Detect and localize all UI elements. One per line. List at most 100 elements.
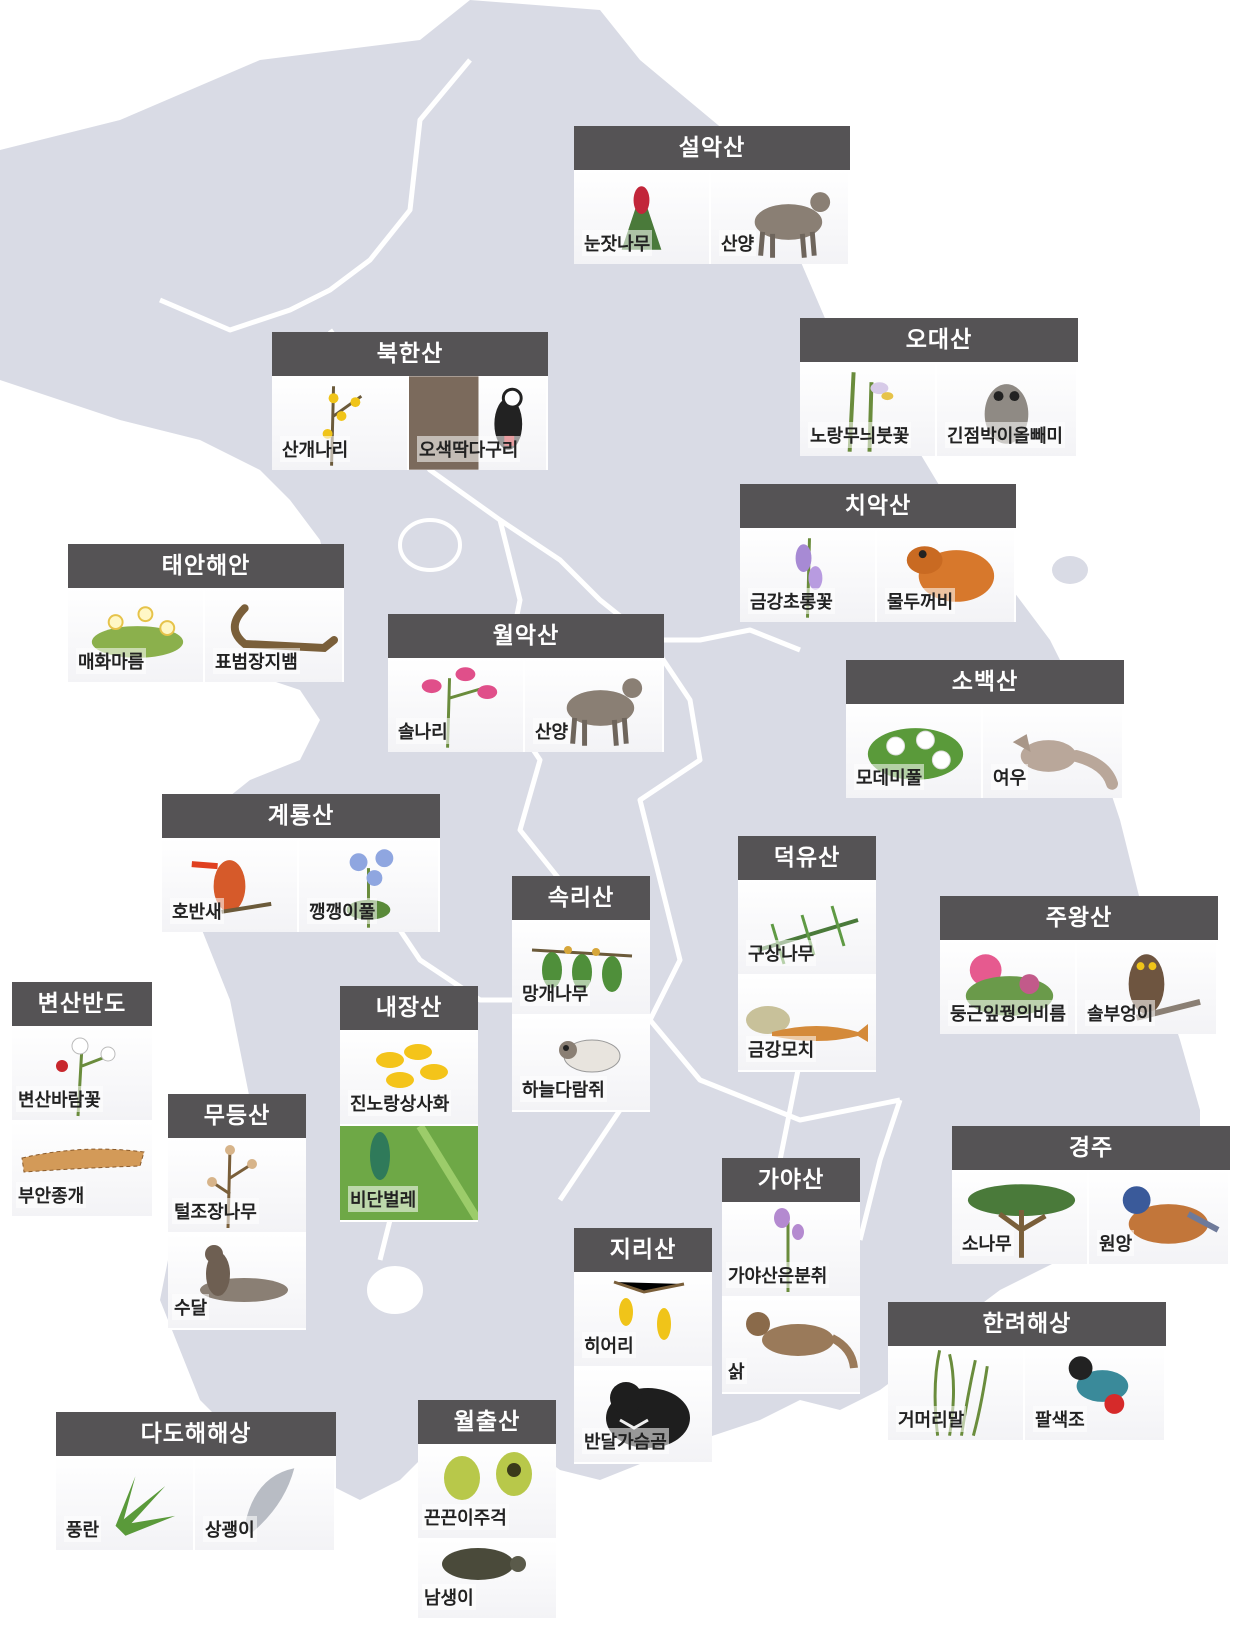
park-title: 내장산 — [340, 986, 478, 1030]
park-title: 다도해해상 — [56, 1412, 336, 1456]
park-panel-deogyusan[interactable]: 덕유산 구상나무 금강모치 — [738, 836, 876, 1072]
park-panel-bukhansan[interactable]: 북한산 산개나리 오색딱다구리 — [272, 332, 548, 470]
park-panel-byeonsanbando[interactable]: 변산반도 변산바람꽃 부안종개 — [12, 982, 152, 1218]
otter-icon — [200, 1245, 288, 1302]
species-name: 호반새 — [170, 898, 224, 924]
park-panel-juwangsan[interactable]: 주왕산 둥근잎꿩의비름 솔부엉이 — [940, 896, 1218, 1034]
park-title: 북한산 — [272, 332, 548, 376]
park-panel-wolchulsan[interactable]: 월출산 끈끈이주걱 남생이 — [418, 1400, 556, 1620]
sundew-icon — [444, 1452, 532, 1500]
park-panel-chiaksan[interactable]: 치악산 금강초롱꽃 물두꺼비 — [740, 484, 1016, 622]
mandarin-duck-icon — [1122, 1186, 1220, 1244]
species-card[interactable]: 구상나무 — [738, 880, 876, 976]
species-card[interactable]: 긴점박이올빼미 — [937, 362, 1078, 456]
species-name: 둥근잎꿩의비름 — [948, 1000, 1068, 1026]
species-card[interactable]: 상괭이 — [195, 1456, 336, 1550]
park-panel-naejangsan[interactable]: 내장산 진노랑상사화 비단벌레 — [340, 986, 478, 1222]
park-panel-dadohaehaesang[interactable]: 다도해해상 풍란 상괭이 — [56, 1412, 336, 1550]
species-card[interactable]: 솔나리 — [388, 658, 525, 752]
park-panel-songnisan[interactable]: 속리산 망개나무 하늘다람쥐 — [512, 876, 650, 1112]
species-card[interactable]: 부안종개 — [12, 1122, 152, 1218]
species-name: 상괭이 — [203, 1516, 257, 1542]
species-card[interactable]: 오색딱다구리 — [409, 376, 548, 470]
species-card[interactable]: 반달가슴곰 — [574, 1368, 712, 1464]
park-title: 월악산 — [388, 614, 664, 658]
species-card[interactable]: 둥근잎꿩의비름 — [940, 940, 1078, 1034]
species-card[interactable]: 원앙 — [1089, 1170, 1230, 1264]
park-title: 계룡산 — [162, 794, 440, 838]
goral-icon — [566, 678, 643, 746]
species-card[interactable]: 망개나무 — [512, 920, 650, 1016]
species-card[interactable]: 산양 — [711, 170, 850, 264]
species-card[interactable]: 눈잣나무 — [574, 170, 711, 264]
species-card[interactable]: 팔색조 — [1025, 1346, 1166, 1440]
species-name: 소나무 — [960, 1230, 1014, 1256]
species-card[interactable]: 하늘다람쥐 — [512, 1016, 650, 1112]
park-panel-gyeryongsan[interactable]: 계룡산 호반새 깽깽이풀 — [162, 794, 440, 932]
species-card[interactable]: 변산바람꽃 — [12, 1026, 152, 1122]
species-card[interactable]: 산개나리 — [272, 376, 409, 470]
species-card[interactable]: 산양 — [525, 658, 664, 752]
park-title: 무등산 — [168, 1094, 306, 1138]
species-card[interactable]: 금강모치 — [738, 976, 876, 1072]
species-card[interactable]: 진노랑상사화 — [340, 1030, 478, 1126]
park-panel-gyeongju[interactable]: 경주 소나무 원앙 — [952, 1126, 1230, 1264]
park-panel-odaesan[interactable]: 오대산 노랑무늬붓꽃 긴점박이올빼미 — [800, 318, 1078, 456]
park-panel-sobaeksan[interactable]: 소백산 모데미풀 여우 — [846, 660, 1124, 798]
species-name: 눈잣나무 — [582, 230, 653, 256]
park-panel-woraksan[interactable]: 월악산 솔나리 산양 — [388, 614, 664, 752]
species-name: 변산바람꽃 — [16, 1086, 103, 1112]
species-card[interactable]: 물두꺼비 — [877, 528, 1016, 622]
park-panel-hallyeohaesang[interactable]: 한려해상 거머리말 팔색조 — [888, 1302, 1166, 1440]
species-name: 진노랑상사화 — [348, 1090, 452, 1116]
park-title: 한려해상 — [888, 1302, 1166, 1346]
species-card[interactable]: 풍란 — [56, 1456, 195, 1550]
species-name: 금강초롱꽃 — [748, 588, 835, 614]
lily-icon — [421, 667, 498, 748]
park-panel-taeanhaean[interactable]: 태안해안 매화마름 표범장지뱀 — [68, 544, 344, 682]
species-card[interactable]: 여우 — [983, 704, 1124, 798]
species-card[interactable]: 끈끈이주걱 — [418, 1444, 556, 1540]
species-name: 금강모치 — [746, 1036, 817, 1062]
park-title: 설악산 — [574, 126, 850, 170]
species-card[interactable]: 수달 — [168, 1234, 306, 1330]
species-name: 산개나리 — [280, 436, 351, 462]
species-name: 남생이 — [422, 1584, 476, 1610]
park-title: 월출산 — [418, 1400, 556, 1444]
species-card[interactable]: 삵 — [722, 1298, 860, 1394]
park-panel-mudeungsan[interactable]: 무등산 털조장나무 수달 — [168, 1094, 306, 1330]
species-name: 부안종개 — [16, 1182, 87, 1208]
species-card[interactable]: 가야산은분취 — [722, 1202, 860, 1298]
species-card[interactable]: 모데미풀 — [846, 704, 984, 798]
species-card[interactable]: 매화마름 — [68, 588, 205, 682]
park-title: 변산반도 — [12, 982, 152, 1026]
species-card[interactable]: 비단벌레 — [340, 1126, 478, 1222]
species-name: 하늘다람쥐 — [520, 1076, 607, 1102]
species-name: 물두꺼비 — [885, 588, 956, 614]
pitta-icon — [1068, 1356, 1129, 1414]
loach-icon — [21, 1148, 145, 1173]
park-panel-seoraksan[interactable]: 설악산 눈잣나무 산양 — [574, 126, 850, 264]
species-card[interactable]: 털조장나무 — [168, 1138, 306, 1234]
species-name: 풍란 — [64, 1516, 102, 1542]
species-card[interactable]: 표범장지뱀 — [205, 588, 344, 682]
park-title: 태안해안 — [68, 544, 344, 588]
wildcat-icon — [746, 1312, 858, 1369]
species-card[interactable]: 거머리말 — [888, 1346, 1026, 1440]
yellow-lily-icon — [376, 1044, 448, 1088]
species-card[interactable]: 깽깽이풀 — [299, 838, 440, 932]
park-panel-jirisan[interactable]: 지리산 히어리 반달가슴곰 — [574, 1228, 712, 1464]
park-title: 주왕산 — [940, 896, 1218, 940]
flying-squirrel-icon — [559, 1039, 621, 1073]
species-name: 솔나리 — [396, 718, 450, 744]
species-card[interactable]: 소나무 — [952, 1170, 1090, 1264]
park-panel-gayasan[interactable]: 가야산 가야산은분취 삵 — [722, 1158, 860, 1394]
species-card[interactable]: 히어리 — [574, 1272, 712, 1368]
species-name: 매화마름 — [76, 648, 147, 674]
species-card[interactable]: 솔부엉이 — [1077, 940, 1218, 1034]
species-card[interactable]: 금강초롱꽃 — [740, 528, 877, 622]
species-card[interactable]: 남생이 — [418, 1540, 556, 1620]
species-card[interactable]: 호반새 — [162, 838, 300, 932]
orchid-icon — [115, 1476, 176, 1536]
species-card[interactable]: 노랑무늬붓꽃 — [800, 362, 938, 456]
